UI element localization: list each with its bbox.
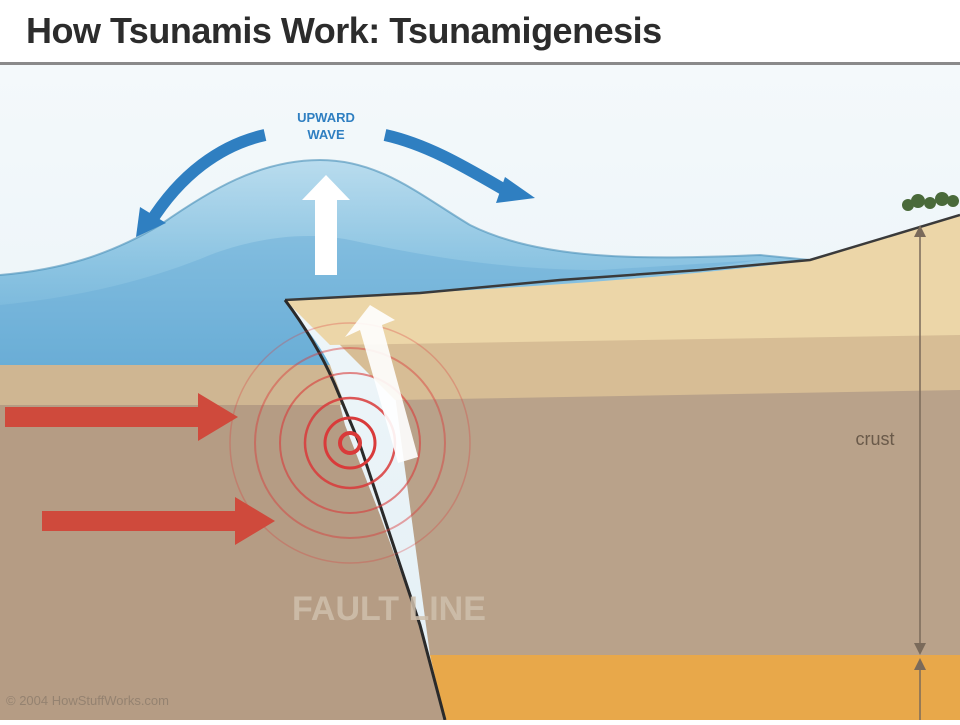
credit-text: © 2004 HowStuffWorks.com: [6, 693, 169, 708]
water-shading: [0, 235, 760, 360]
push-arrow-bottom: [42, 497, 275, 545]
tsunami-diagram: UPWARD WAVE crust FAULT LINE © 2004: [0, 65, 960, 721]
title-divider: [0, 62, 960, 65]
crust-upper-right: [330, 325, 960, 400]
page-title: How Tsunamis Work: Tsunamigenesis: [26, 10, 662, 51]
crust-lower-right: [395, 385, 960, 655]
crust-measure-bottom: [914, 643, 926, 655]
wave-arrow-right-head: [496, 177, 535, 203]
wave-arrow-right: [383, 129, 513, 199]
seafloor-outline: [284, 213, 960, 302]
tree-icon: [902, 192, 959, 211]
upward-wave-arrow: [302, 175, 350, 275]
wave-arrow-left-head: [136, 207, 166, 237]
left-plate-top-band: [0, 365, 345, 405]
uplift-arrow: [345, 305, 418, 463]
mantle-measure-top: [914, 658, 926, 670]
earthquake-rings: [229, 322, 471, 564]
coastal-sand: [285, 215, 960, 345]
title-bar: How Tsunamis Work: Tsunamigenesis: [0, 0, 960, 62]
fault-line-label: FAULT LINE: [292, 590, 486, 628]
ocean-water: [0, 160, 810, 365]
push-arrow-top: [5, 393, 238, 441]
crust-label: crust: [855, 429, 894, 449]
crust-measure-top: [914, 225, 926, 237]
wave-arrow-left: [144, 129, 267, 227]
water-surface: [0, 158, 811, 276]
upward-wave-label-1: UPWARD: [297, 110, 355, 125]
mantle-layer: [430, 655, 960, 720]
fault-line: [283, 299, 447, 721]
upward-wave-label-2: WAVE: [307, 127, 345, 142]
left-plate: [0, 365, 445, 720]
